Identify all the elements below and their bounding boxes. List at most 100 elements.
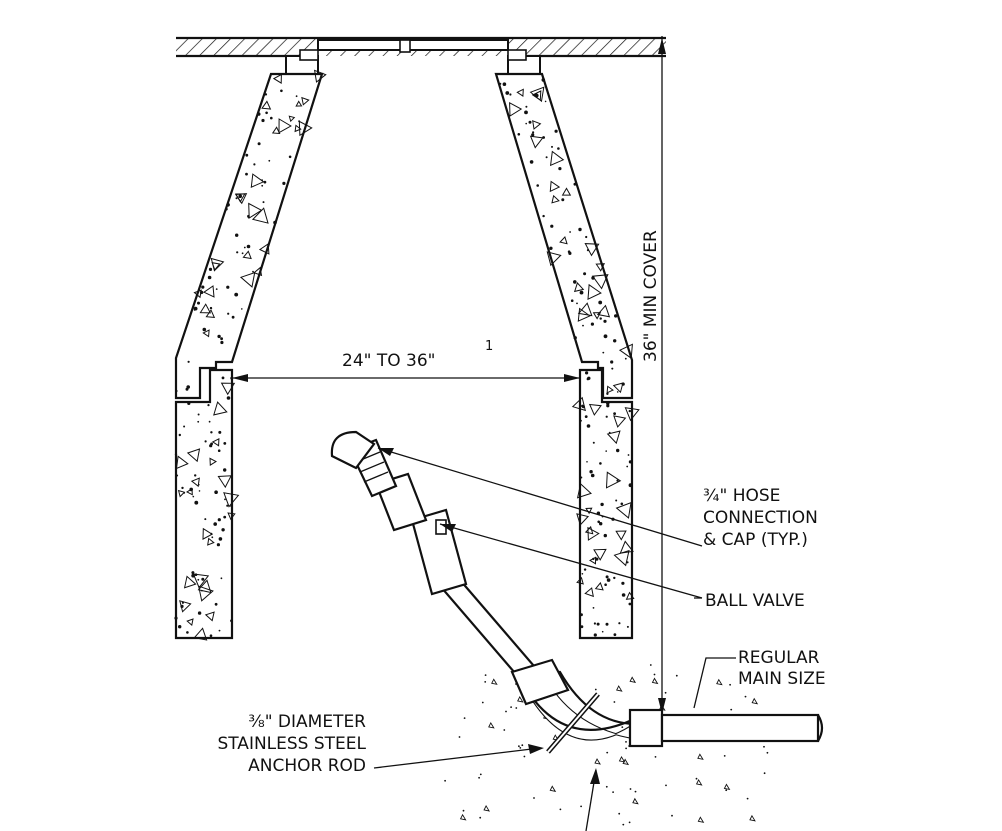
aggregate-dot (590, 473, 595, 478)
aggregate-dot (227, 312, 230, 315)
aggregate-dot (217, 334, 221, 339)
aggregate-dot (223, 468, 227, 472)
aggregate-stone (248, 202, 263, 219)
aggregate-dot (211, 536, 214, 539)
rod-label-line2: STAINLESS STEEL (217, 734, 366, 754)
gravel-stone (723, 783, 731, 791)
aggregate-dot (628, 460, 633, 464)
aggregate-stone (615, 501, 632, 519)
gravel-dot (695, 777, 698, 780)
gravel-dot (605, 785, 608, 788)
aggregate-dot (208, 420, 211, 423)
aggregate-dot (590, 322, 595, 326)
aggregate-stone (192, 573, 210, 589)
gravel-dot (725, 789, 728, 792)
aggregate-dot (558, 167, 562, 171)
aggregate-dot (268, 159, 271, 162)
gravel-dot (478, 776, 480, 779)
aggregate-stone (588, 403, 602, 416)
aggregate-stone (559, 236, 568, 245)
aggregate-dot (505, 91, 510, 95)
aggregate-stone (546, 251, 562, 267)
aggregate-stone (251, 207, 269, 224)
aggregate-dot (197, 611, 202, 615)
aggregate-stone (272, 73, 282, 84)
aggregate-stone (594, 581, 604, 591)
aggregate-stone (209, 457, 218, 466)
main-label-line1: REGULAR (738, 648, 820, 668)
aggregate-dot (554, 129, 558, 133)
aggregate-stone (278, 118, 292, 134)
aggregate-dot (180, 604, 184, 609)
aggregate-stone (186, 448, 201, 463)
gravel-dot (675, 674, 678, 677)
aggregate-stone (261, 100, 272, 110)
aggregate-dot (261, 179, 263, 182)
aggregate-stone (288, 115, 296, 123)
hose-label-line3: & CAP (TYP.) (703, 530, 808, 550)
gravel-stone (632, 797, 639, 805)
aggregate-dot (624, 357, 627, 360)
gravel-bedding-pattern (444, 664, 769, 826)
aggregate-dot (261, 118, 265, 123)
aggregate-dot (544, 100, 547, 103)
aggregate-dot (598, 300, 603, 305)
aggregate-dot (561, 198, 565, 202)
aggregate-dot (580, 625, 584, 629)
aggregate-stone (301, 96, 310, 106)
cover-dimension (658, 36, 666, 716)
gravel-dot (671, 814, 673, 817)
aggregate-dot (235, 233, 239, 237)
aggregate-dot (204, 518, 207, 521)
aggregate-dot (621, 382, 625, 386)
aggregate-stone (606, 385, 615, 394)
aggregate-stone (532, 120, 542, 130)
aggregate-dot (620, 502, 624, 506)
gravel-stone (459, 813, 467, 821)
aggregate-dot (218, 537, 223, 541)
gravel-dot (730, 708, 733, 711)
aggregate-dot (252, 270, 254, 273)
gravel-stone (697, 816, 705, 823)
width-dimension-label: 24" TO 36" (342, 351, 435, 371)
aggregate-dot (599, 317, 602, 320)
aggregate-stone (202, 527, 214, 540)
aggregate-dot (197, 578, 200, 581)
aggregate-dot (209, 444, 213, 448)
aggregate-dot (183, 492, 186, 494)
aggregate-dot (586, 424, 591, 428)
aggregate-dot (209, 306, 213, 310)
aggregate-stone (207, 537, 215, 546)
aggregate-stone (516, 88, 524, 98)
aggregate-dot (536, 184, 539, 187)
aggregate-dot (528, 120, 532, 124)
aggregate-dot (627, 454, 630, 456)
aggregate-stone (186, 618, 194, 627)
width-note-marker: 1 (485, 339, 493, 354)
aggregate-stone (592, 312, 602, 320)
aggregate-stone (298, 120, 313, 137)
aggregate-dot (187, 360, 190, 363)
aggregate-stone (576, 482, 592, 499)
aggregate-dot (191, 571, 195, 575)
aggregate-dot (226, 285, 230, 289)
aggregate-dot (201, 577, 205, 581)
aggregate-stone (549, 180, 561, 193)
aggregate-dot (613, 576, 616, 580)
aggregate-dot (213, 522, 217, 526)
aggregate-dot (194, 500, 199, 505)
aggregate-dot (600, 502, 604, 507)
aggregate-dot (209, 634, 213, 637)
gravel-stone (594, 758, 601, 765)
lower-box-walls (174, 368, 634, 640)
aggregate-dot (262, 201, 265, 204)
aggregate-dot (189, 487, 193, 492)
aggregate-dot (221, 528, 225, 532)
aggregate-dot (597, 520, 600, 524)
aggregate-dot (549, 246, 553, 250)
gravel-dot (621, 726, 624, 728)
hose-label-line1: ¾" HOSE (703, 486, 780, 506)
aggregate-dot (257, 112, 261, 116)
gravel-stone (549, 785, 557, 793)
gravel-dot (613, 701, 616, 703)
